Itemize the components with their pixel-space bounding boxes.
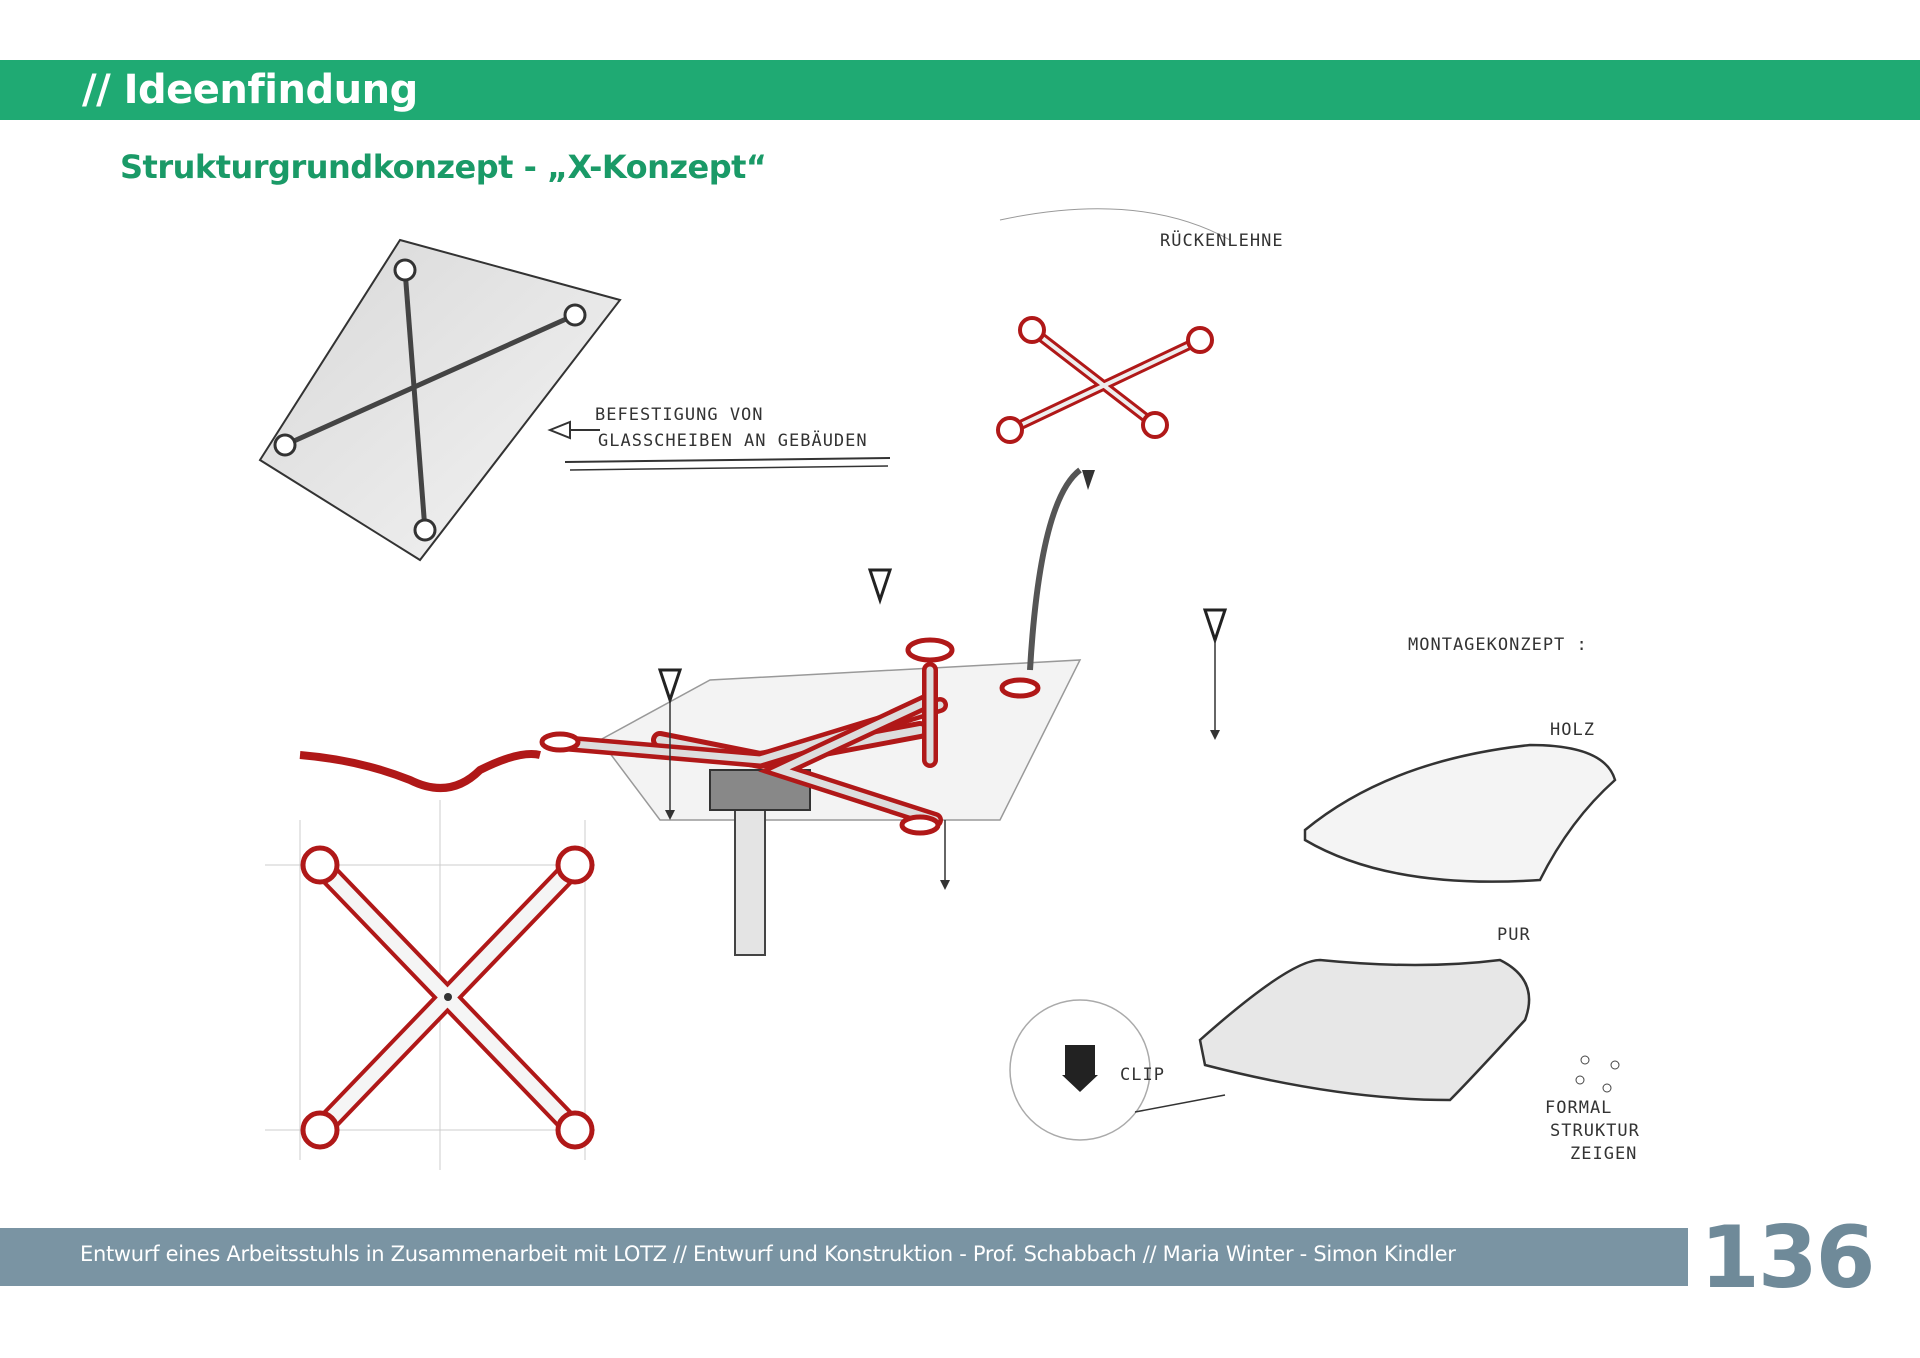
- page-title: // Ideenfindung: [82, 67, 418, 113]
- label-formal: FORMAL: [1545, 1098, 1612, 1118]
- footer-bar: Entwurf eines Arbeitsstuhls in Zusammena…: [0, 1228, 1688, 1286]
- header-bar: // Ideenfindung: [0, 60, 1920, 120]
- footer-credits: Entwurf eines Arbeitsstuhls in Zusammena…: [80, 1242, 1456, 1266]
- section-subtitle: Strukturgrundkonzept - „X-Konzept“: [120, 148, 767, 186]
- backrest-x-sketch: RÜCKENLEHNE: [996, 208, 1284, 490]
- page-number: 136: [1700, 1208, 1876, 1308]
- label-pur: PUR: [1497, 925, 1531, 945]
- label-ruckenlehne: RÜCKENLEHNE: [1160, 229, 1284, 251]
- label-zeigen: ZEIGEN: [1570, 1144, 1637, 1164]
- glass-plate-sketch: BEFESTIGUNG VON GLASSCHEIBEN AN GEBÄUDEN: [258, 238, 891, 562]
- label-befestigung-2: GLASSCHEIBEN AN GEBÄUDEN: [598, 430, 868, 451]
- label-holz: HOLZ: [1550, 720, 1595, 740]
- label-clip: CLIP: [1120, 1065, 1165, 1085]
- top-view-x-sketch: [265, 750, 595, 1170]
- label-befestigung-1: BEFESTIGUNG VON: [595, 405, 764, 425]
- label-struktur: STRUKTUR: [1550, 1121, 1640, 1141]
- concept-sketch: BEFESTIGUNG VON GLASSCHEIBEN AN GEBÄUDEN…: [258, 208, 1640, 1170]
- seat-x-sketch: [539, 467, 1228, 956]
- label-montagekonzept: MONTAGEKONZEPT :: [1408, 635, 1588, 655]
- montage-concept-sketch: MONTAGEKONZEPT : HOLZ PUR CLIP FORMAL ST…: [1009, 635, 1640, 1164]
